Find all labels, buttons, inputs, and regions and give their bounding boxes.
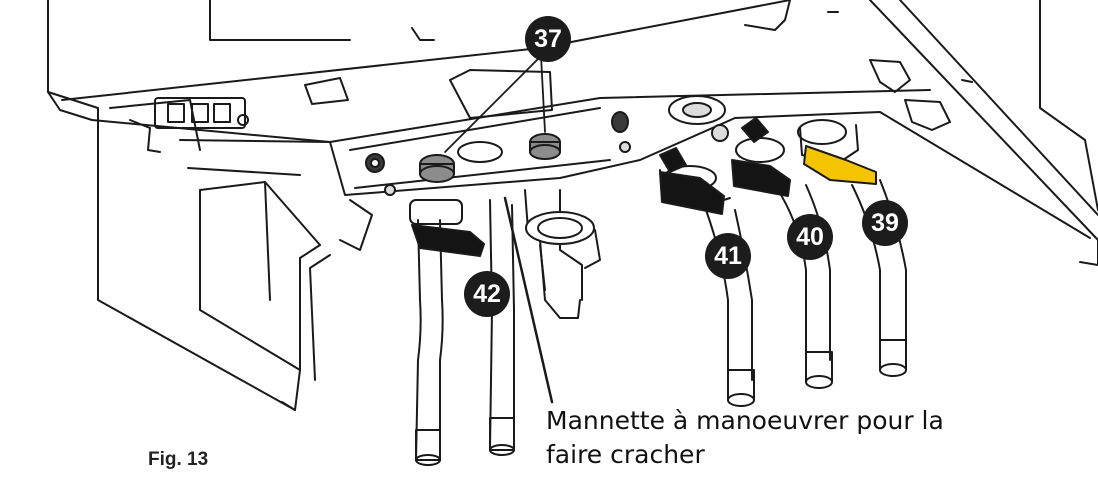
pipe-42 (409, 199, 463, 466)
yellow-gas-lever-39[interactable] (803, 145, 877, 185)
callout-41-label: 41 (714, 242, 742, 270)
connector-block (129, 97, 249, 153)
pipe-center-left (489, 199, 515, 456)
callout-40-label: 40 (796, 223, 824, 251)
grey-bleed-handle-right[interactable] (529, 133, 561, 160)
black-lever-41[interactable] (659, 147, 725, 215)
grey-bleed-handle-left[interactable] (419, 154, 455, 183)
callout-39-label: 39 (871, 209, 899, 237)
central-pipe (524, 189, 601, 319)
callout-42: 42 (464, 271, 510, 317)
black-lever-40[interactable] (731, 117, 791, 197)
callout-42-label: 42 (473, 280, 501, 308)
front-bracket (199, 181, 373, 411)
plate-fittings (365, 95, 729, 196)
annotation-pointer-line (503, 196, 554, 404)
boiler-casing (47, 0, 1098, 411)
callout-39: 39 (862, 200, 908, 246)
callout-37-label: 37 (534, 25, 562, 53)
annotation-line-1: Mannette à manoeuvrer pour la (546, 406, 944, 435)
figure-label: Fig. 13 (148, 449, 209, 470)
callout-41: 41 (705, 233, 751, 279)
callout-37-leaders (444, 55, 546, 153)
annotation-line-2: faire cracher (546, 440, 705, 469)
black-lever-42[interactable] (411, 224, 485, 257)
underside-plate (61, 0, 1091, 239)
callout-37: 37 (525, 16, 571, 62)
annotation-text: Mannette à manoeuvrer pour la faire crac… (546, 404, 1016, 472)
callout-40: 40 (787, 214, 833, 260)
